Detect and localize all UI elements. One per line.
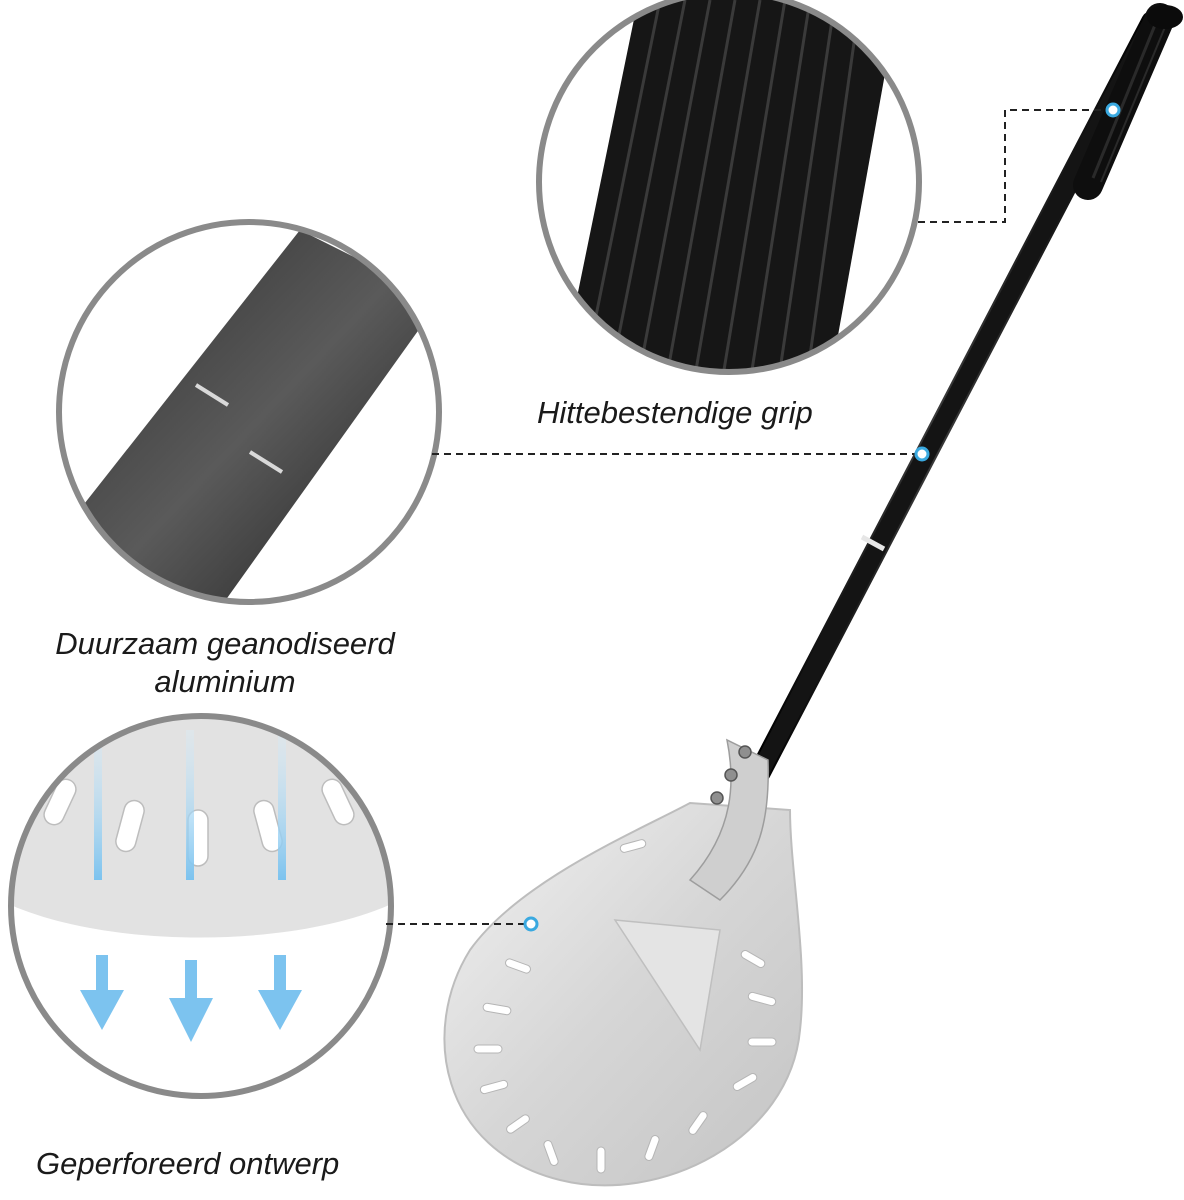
- peel-handle: [749, 3, 1183, 783]
- airflow-arrows: [80, 730, 302, 1042]
- pizza-peel: [443, 3, 1183, 1187]
- blade-perforations: [473, 839, 777, 1174]
- perforated-label: Geperforeerd ontwerp: [36, 1146, 340, 1181]
- aluminium-label-line1: Duurzaam geanodiseerd: [55, 626, 395, 661]
- aluminium-marker-dot: [914, 446, 930, 462]
- aluminium-label: Duurzaam geanodiseerd aluminium: [0, 625, 450, 701]
- grip-detail-callout: [536, 0, 922, 375]
- leader-lines: [386, 109, 1110, 925]
- perforation-detail-callout: [8, 713, 394, 1099]
- perforation-marker-dot: [523, 916, 539, 932]
- grip-marker-dot: [1105, 102, 1121, 118]
- peel-blade: [443, 738, 804, 1187]
- marker-dots: [523, 102, 1121, 932]
- grip-label: Hittebestendige grip: [537, 395, 813, 430]
- aluminium-label-line2: aluminium: [154, 664, 296, 699]
- aluminium-detail-callout: [56, 219, 442, 605]
